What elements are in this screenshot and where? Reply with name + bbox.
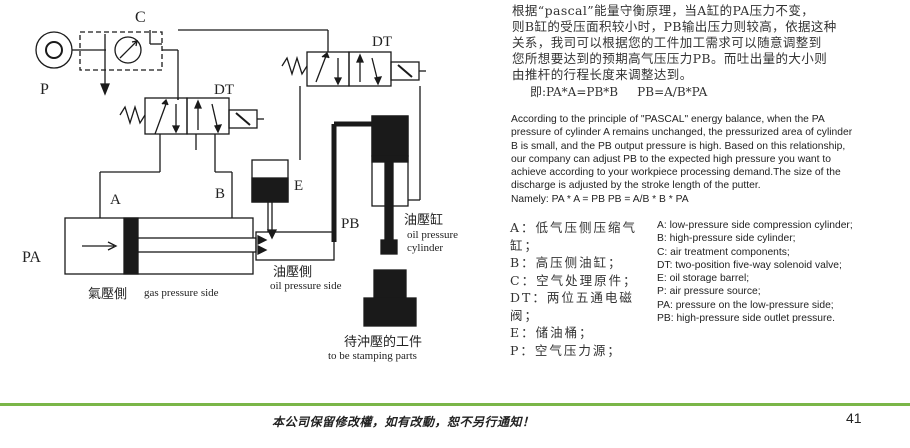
description-cn-line: 根据“pascal”能量守衡原理，当A缸的PA压力不变， — [512, 3, 815, 18]
label-c: C — [135, 9, 146, 26]
footer-disclaimer: 本公司保留修改權，如有改動，恕不另行通知！ — [272, 415, 535, 429]
legend-en-item: A: low-pressure side compression cylinde… — [657, 220, 853, 231]
label-b: B — [215, 186, 225, 202]
description-en-line: B is small, and the PB output pressure i… — [511, 140, 846, 152]
description-english: According to the principle of "PASCAL" e… — [511, 113, 891, 193]
legend-cn-item: A：低气压侧压缩气 — [510, 220, 638, 235]
label-workpiece-cn: 待沖壓的工件 — [344, 334, 422, 350]
label-gas-side-cn: 氣壓側 — [88, 287, 127, 302]
label-p: P — [40, 81, 49, 98]
solenoid-valve-dt-upper — [178, 29, 426, 201]
label-oil-side-en: oil pressure side — [270, 280, 342, 292]
legend-en-item: E: oil storage barrel; — [657, 273, 750, 285]
legend-en-item: DT: two-position five-way solenoid valve… — [657, 259, 842, 271]
label-workpiece-en: to be stamping parts — [328, 350, 417, 362]
description-en-line: discharge is adjusted by the stroke leng… — [511, 180, 761, 192]
oil-side-cylinder — [255, 121, 374, 261]
description-cn-line: 由推杆的行程长度来调整达到。 — [512, 67, 693, 82]
label-e: E — [294, 178, 303, 194]
label-oil-cylinder-en-2: cylinder — [407, 242, 443, 254]
label-pa: PA — [22, 249, 41, 266]
legend-cn-item: B：高压侧油缸； — [510, 255, 623, 270]
workpiece — [363, 269, 417, 327]
legend-english: A: low-pressure side compression cylinde… — [657, 219, 897, 325]
gas-cylinder-a — [64, 217, 257, 275]
label-dt-lower: DT — [214, 82, 234, 98]
oil-pressure-cylinder — [371, 115, 409, 255]
legend-en-item: PB: high-pressure side outlet pressure. — [657, 313, 835, 325]
air-source-p — [35, 31, 80, 69]
legend-en-item: B: high-pressure side cylinder; — [657, 233, 796, 245]
legend-cn-item: C：空气处理原件； — [510, 272, 638, 288]
legend-cn-item: P：空气压力源； — [510, 342, 622, 358]
label-oil-cylinder-cn: 油壓缸 — [404, 212, 443, 228]
air-treatment-unit-c — [79, 30, 179, 100]
description-en-line: achieve according to your workpiece proc… — [511, 167, 841, 179]
label-pb: PB — [341, 216, 359, 232]
solenoid-valve-dt-lower — [119, 97, 264, 150]
legend-en-item: C: air treatment components; — [657, 246, 790, 258]
label-gas-side-en: gas pressure side — [144, 287, 219, 299]
legend-cn-item: 阀； — [510, 307, 540, 323]
label-oil-side-cn: 油壓側 — [273, 265, 312, 280]
footer-divider — [0, 403, 910, 406]
legend-cn-item: E：储油桶； — [510, 325, 594, 340]
description-en-line: pressure of cylinder A remains unchanged… — [511, 127, 853, 139]
hydraulic-circuit-diagram: P C DT DT A B E PA PB 氣壓側 gas pressure s… — [22, 9, 458, 362]
description-chinese: 根据“pascal”能量守衡原理，当A缸的PA压力不变， 则B缸的受压面积较小时… — [512, 3, 900, 83]
description-en-line: our company can adjust PB to the expecte… — [511, 153, 831, 165]
description-cn-line: 您所想要达到的预期高气压压力PB。而吐出量的大小则 — [512, 51, 828, 66]
description-cn-line: 关系，我司可以根据您的工件加工需求可以随意调整到 — [512, 35, 822, 50]
description-en-line: According to the principle of "PASCAL" e… — [511, 114, 825, 125]
formula-english: Namely: PA * A = PB PB = A/B * B * PA — [511, 194, 689, 205]
legend-cn-item: 缸； — [510, 237, 540, 253]
legend-en-item: P: air pressure source; — [657, 286, 761, 298]
legend-cn-item: DT：两位五通电磁 — [510, 290, 634, 305]
legend-chinese: A：低气压侧压缩气 缸； B：高压侧油缸； C：空气处理原件； DT：两位五通电… — [510, 219, 652, 359]
label-oil-cylinder-en-1: oil pressure — [407, 229, 458, 241]
legend-en-item: PA: pressure on the low-pressure side; — [657, 299, 834, 311]
label-a: A — [110, 192, 121, 208]
oil-tank-e — [251, 159, 289, 232]
description-cn-line: 则B缸的受压面积较小时，PB输出压力则较高，依据这种 — [512, 19, 837, 34]
page-number: 41 — [846, 410, 862, 426]
formula-chinese: 即:PA*A=PB*B PB=A/B*PA — [530, 85, 708, 99]
label-dt-upper: DT — [372, 34, 392, 50]
